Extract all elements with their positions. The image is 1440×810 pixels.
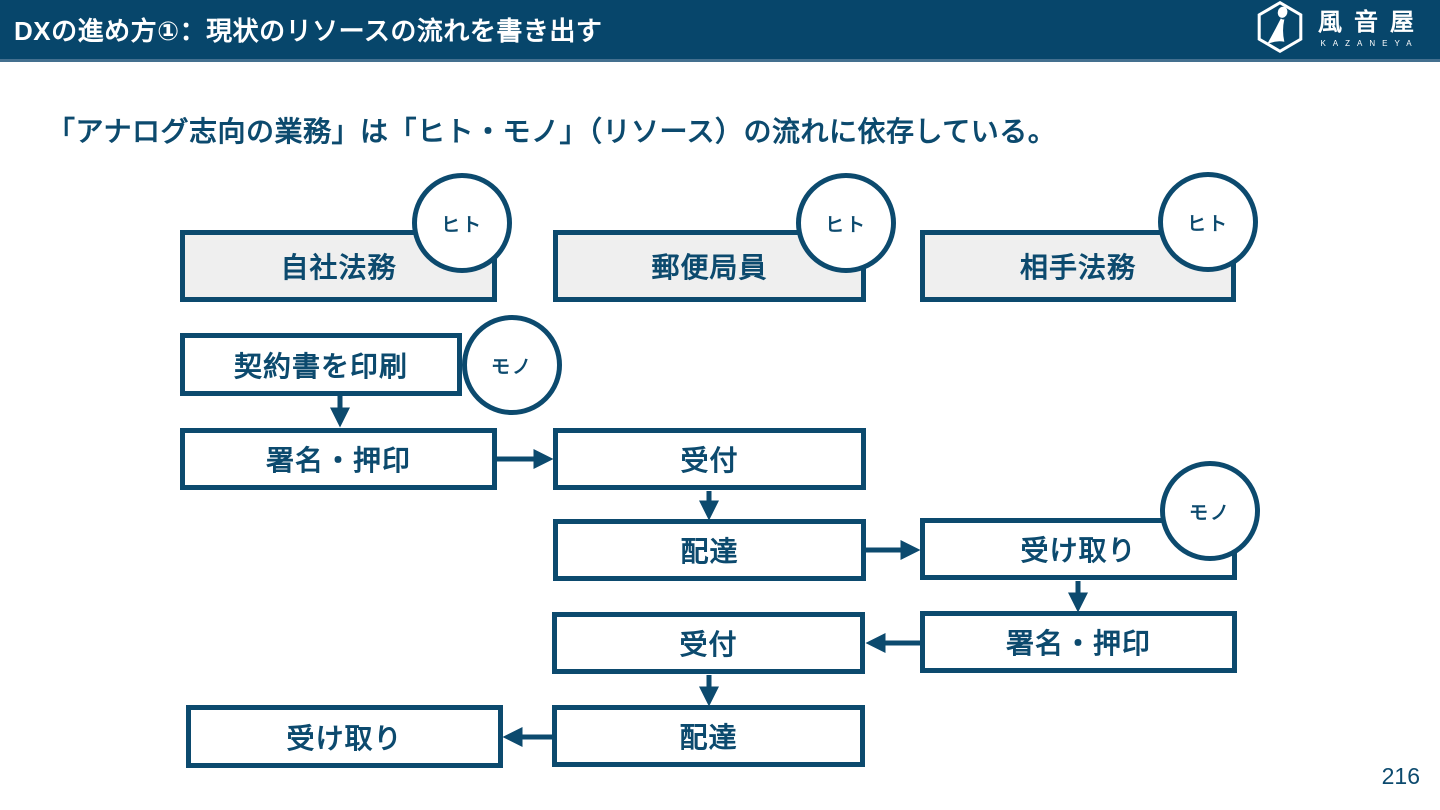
header-bar: DXの進め方①：現状のリソースの流れを書き出す 風音屋 KAZANEYA <box>0 0 1440 62</box>
step-box-delivery-1: 配達 <box>553 519 866 581</box>
page-number: 216 <box>1381 763 1420 789</box>
step-box-sign-stamp-1: 署名・押印 <box>180 428 497 490</box>
badge-person-2: ヒト <box>796 173 896 273</box>
badge-person-1: ヒト <box>412 173 512 273</box>
badge-thing-2: モノ <box>1160 461 1260 561</box>
step-label: 受付 <box>680 445 739 476</box>
actor-label: 自社法務 <box>280 252 397 283</box>
step-box-reception-1: 受付 <box>553 428 866 490</box>
actor-label: 相手法務 <box>1019 252 1136 283</box>
step-box-sign-stamp-2: 署名・押印 <box>920 611 1237 673</box>
step-label: 署名・押印 <box>1005 628 1151 659</box>
badge-label: ヒト <box>440 214 483 236</box>
step-label: 配達 <box>679 722 738 753</box>
badge-thing-1: モノ <box>462 315 562 415</box>
step-box-print-contract: 契約書を印刷 <box>180 333 462 396</box>
logo-subtext: KAZANEYA <box>1320 39 1419 48</box>
step-box-delivery-2: 配達 <box>552 705 865 767</box>
badge-label: モノ <box>490 356 533 378</box>
actor-label: 郵便局員 <box>651 252 768 283</box>
badge-label: モノ <box>1188 502 1231 524</box>
kazaneya-hexagon-icon <box>1254 0 1306 58</box>
badge-label: ヒト <box>1186 213 1229 235</box>
step-label: 契約書を印刷 <box>233 350 408 382</box>
step-box-reception-2: 受付 <box>552 612 865 674</box>
logo-name: 風音屋 <box>1318 9 1426 36</box>
step-box-receive-2: 受け取り <box>186 705 503 768</box>
slide-title: DXの進め方①：現状のリソースの流れを書き出す <box>14 16 603 46</box>
step-label: 受付 <box>679 629 738 660</box>
logo-text-block: 風音屋 KAZANEYA <box>1318 11 1414 48</box>
step-label: 受け取り <box>286 722 403 754</box>
kazaneya-logo: 風音屋 KAZANEYA <box>1254 0 1440 58</box>
badge-label: ヒト <box>824 214 867 236</box>
step-label: 配達 <box>680 536 739 567</box>
step-label: 受け取り <box>1020 535 1137 566</box>
step-label: 署名・押印 <box>265 445 411 476</box>
slide-subtitle: 「アナログ志向の業務」は「ヒト・モノ」（リソース）の流れに依存している。 <box>47 116 1057 147</box>
badge-person-3: ヒト <box>1158 172 1258 272</box>
